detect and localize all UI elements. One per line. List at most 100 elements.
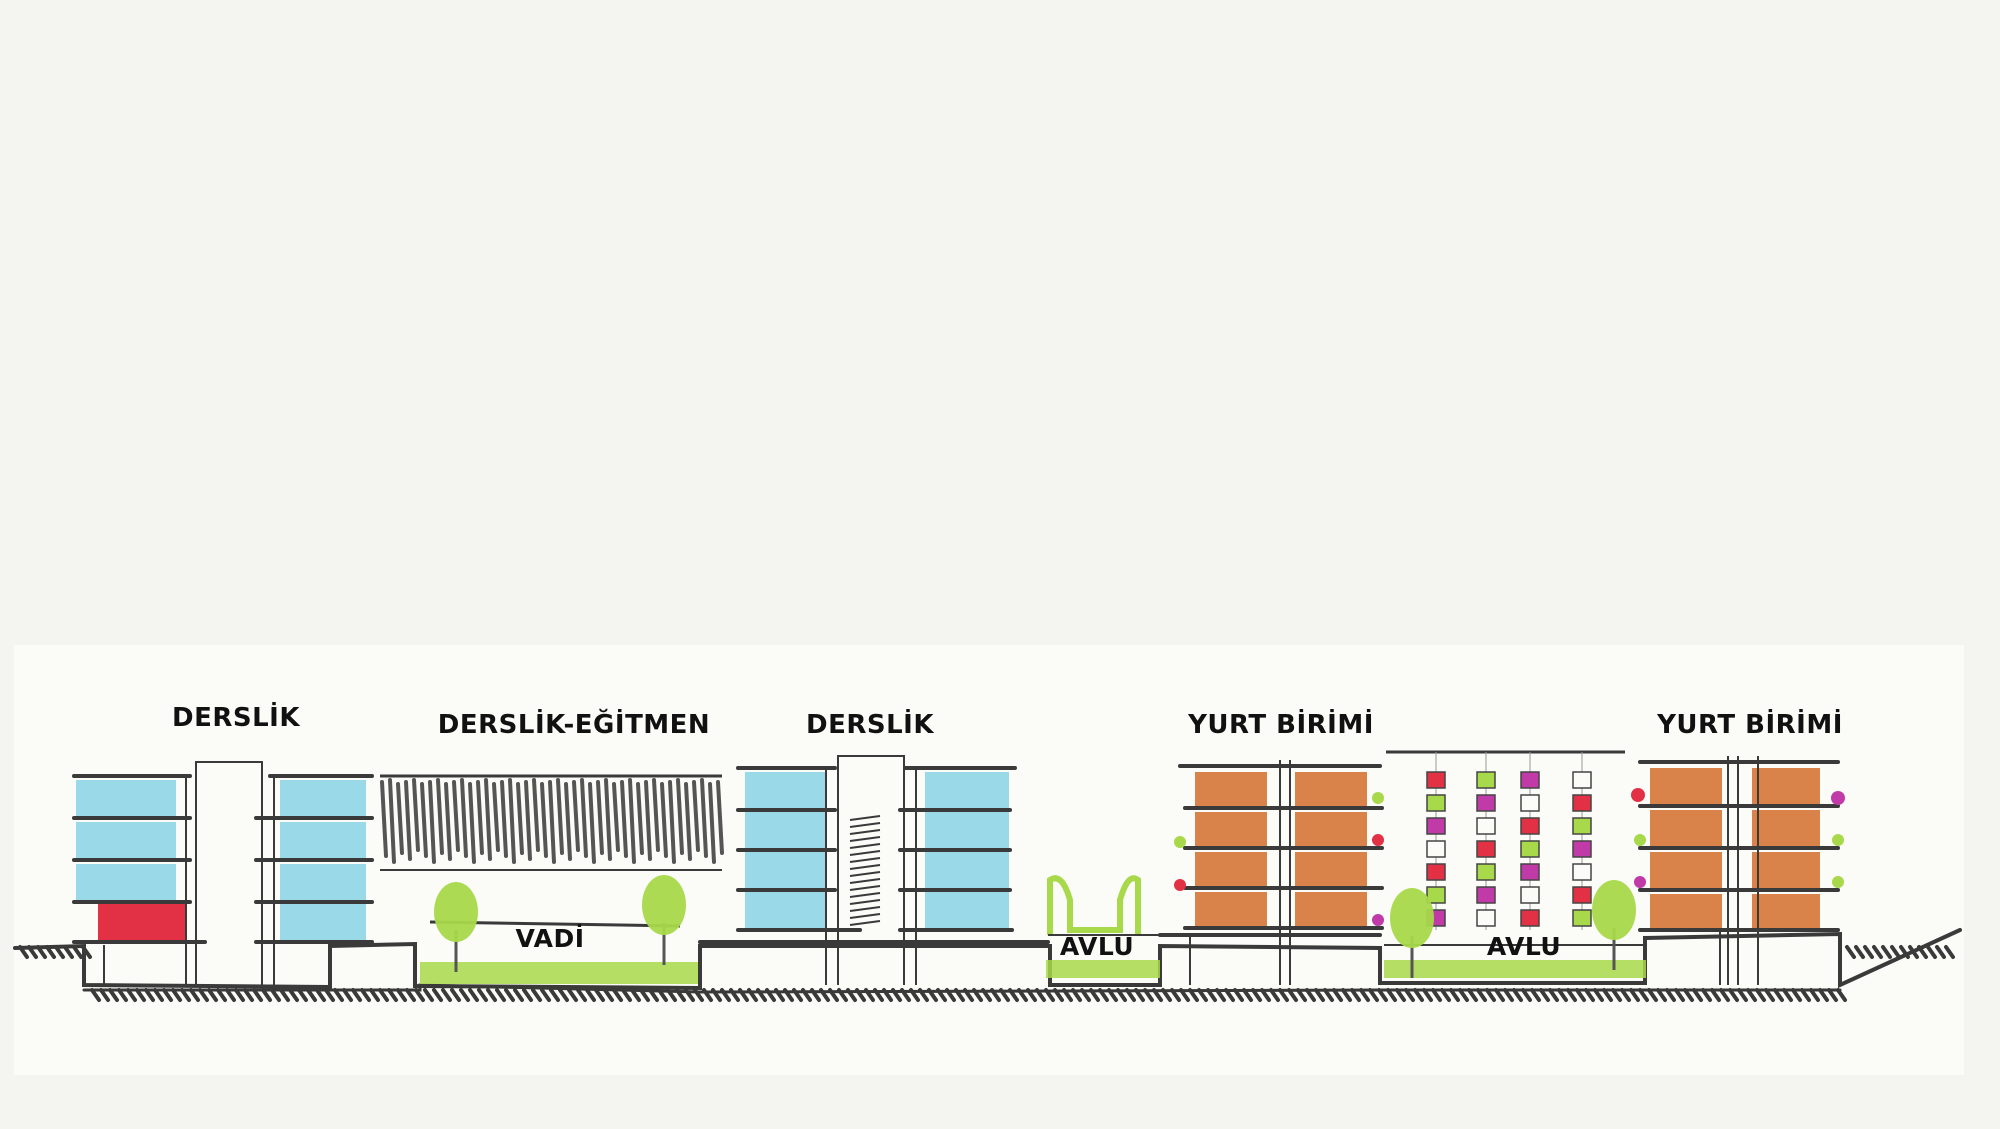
hatch-stroke <box>1350 988 1361 1002</box>
hatch-stroke <box>657 988 668 1002</box>
hatch-stroke <box>594 988 605 1002</box>
tree <box>1592 880 1636 970</box>
hatch-stroke <box>1818 988 1829 1002</box>
hatch-stroke <box>324 988 335 1002</box>
hatch-stroke <box>1647 988 1658 1002</box>
hatch-stroke <box>1503 988 1514 1002</box>
hatch-stroke <box>1584 988 1595 1002</box>
ground-hatching <box>18 945 1955 1002</box>
hatch-stroke <box>432 988 443 1002</box>
hatch-stroke <box>54 945 65 959</box>
hatch-stroke <box>1665 988 1676 1002</box>
hatch-stroke <box>1458 988 1469 1002</box>
hatch-stroke <box>676 778 684 855</box>
classroom-fill <box>76 780 176 820</box>
hanging-unit <box>1476 771 1496 789</box>
hatch-stroke <box>117 988 128 1002</box>
hatch-stroke <box>1485 988 1496 1002</box>
hatch-stroke <box>652 778 660 852</box>
hatch-stroke <box>1242 988 1253 1002</box>
hatch-stroke <box>668 780 676 864</box>
hatch-stroke <box>1080 988 1091 1002</box>
stair-step <box>849 822 881 828</box>
hatch-stroke <box>524 780 532 861</box>
hatch-stroke <box>1323 988 1334 1002</box>
hatch-stroke <box>532 778 540 852</box>
hatch-stroke <box>252 988 263 1002</box>
hatch-stroke <box>684 988 695 1002</box>
hatch-stroke <box>513 988 524 1002</box>
dorm-fill <box>1295 772 1367 808</box>
tree-canopy <box>1390 888 1434 948</box>
hatch-stroke <box>1296 988 1307 1002</box>
hatch-stroke <box>1692 988 1703 1002</box>
hatch-stroke <box>1539 988 1550 1002</box>
hatch-stroke <box>72 945 83 959</box>
hatch-stroke <box>1701 988 1712 1002</box>
hatch-stroke <box>81 945 92 959</box>
hatch-stroke <box>1413 988 1424 1002</box>
classroom-fill <box>280 864 366 902</box>
hatch-stroke <box>441 988 452 1002</box>
hatch-stroke <box>1161 988 1172 1002</box>
classroom-fill <box>925 772 1009 808</box>
classroom-fill <box>745 812 825 848</box>
hatch-stroke <box>620 780 628 858</box>
hatch-stroke <box>444 782 452 861</box>
tree <box>642 875 686 965</box>
hatch-stroke <box>1197 988 1208 1002</box>
hatch-stroke <box>1863 945 1874 959</box>
hatch-stroke <box>1287 988 1298 1002</box>
hatch-stroke <box>1611 988 1622 1002</box>
hatch-stroke <box>1008 988 1019 1002</box>
classroom-fill <box>76 864 176 902</box>
hatch-stroke <box>1026 988 1037 1002</box>
hatch-stroke <box>1107 988 1118 1002</box>
classroom-fill <box>745 852 825 888</box>
hanging-unit <box>1572 771 1592 789</box>
hatched-facade <box>380 778 724 864</box>
hatch-stroke <box>1170 988 1181 1002</box>
hatch-stroke <box>1449 988 1460 1002</box>
hatch-stroke <box>1035 988 1046 1002</box>
hatch-stroke <box>1377 988 1388 1002</box>
hatch-stroke <box>900 988 911 1002</box>
hatch-stroke <box>468 782 476 864</box>
dorm-fill <box>1752 894 1820 930</box>
trees <box>434 875 1636 978</box>
hatch-stroke <box>387 988 398 1002</box>
hatch-stroke <box>792 988 803 1002</box>
building-yurt-birimi-right <box>1631 756 1845 985</box>
dorm-fill <box>1752 852 1820 890</box>
dorm-fill <box>1752 810 1820 848</box>
hatch-stroke <box>360 988 371 1002</box>
hatch-stroke <box>1368 988 1379 1002</box>
dorm-fill <box>1195 852 1267 888</box>
hatch-stroke <box>1935 945 1946 959</box>
hatch-stroke <box>486 988 497 1002</box>
dorm-fill <box>1295 852 1367 888</box>
tree-canopy <box>1592 880 1636 940</box>
hatch-stroke <box>1548 988 1559 1002</box>
hatch-stroke <box>1593 988 1604 1002</box>
hatch-stroke <box>63 945 74 959</box>
dorm-fill <box>1295 812 1367 848</box>
dorm-fill <box>1195 812 1267 848</box>
hatch-stroke <box>404 780 412 861</box>
hatch-stroke <box>1764 988 1775 1002</box>
dorm-fill <box>1650 894 1722 930</box>
stair-step <box>849 843 881 849</box>
hatch-stroke <box>1926 945 1937 959</box>
hatch-stroke <box>388 778 396 864</box>
hatch-stroke <box>1116 988 1127 1002</box>
hatch-stroke <box>162 988 173 1002</box>
hatch-stroke <box>927 988 938 1002</box>
stair-step <box>849 815 881 821</box>
hatch-stroke <box>572 780 580 852</box>
hatch-stroke <box>27 945 38 959</box>
hanging-unit <box>1520 886 1540 904</box>
hatch-stroke <box>1521 988 1532 1002</box>
hatch-stroke <box>716 780 724 855</box>
hatch-stroke <box>684 782 692 861</box>
hatch-stroke <box>484 778 492 861</box>
